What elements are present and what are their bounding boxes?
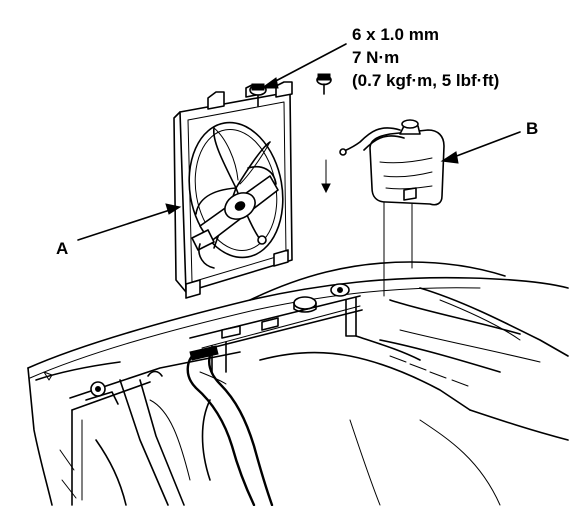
- arrow-icon: [445, 131, 521, 161]
- callout-a: A: [56, 239, 68, 258]
- engine-bay-body: [27, 261, 569, 506]
- bolt-icon: [316, 73, 332, 95]
- spec-line-2: 7 N·m: [352, 48, 399, 67]
- torque-specification: 6 x 1.0 mm 7 N·m (0.7 kgf·m, 5 lbf·ft): [352, 25, 499, 90]
- arrow-icon: [77, 207, 177, 241]
- callout-b: B: [526, 119, 538, 138]
- fan-shroud-assembly: [173, 81, 293, 299]
- arrow-icon: [269, 43, 347, 85]
- spec-line-3: (0.7 kgf·m, 5 lbf·ft): [352, 71, 499, 90]
- leader-lines: [77, 43, 521, 241]
- coolant-reservoir: [321, 119, 445, 297]
- spec-line-1: 6 x 1.0 mm: [352, 25, 439, 44]
